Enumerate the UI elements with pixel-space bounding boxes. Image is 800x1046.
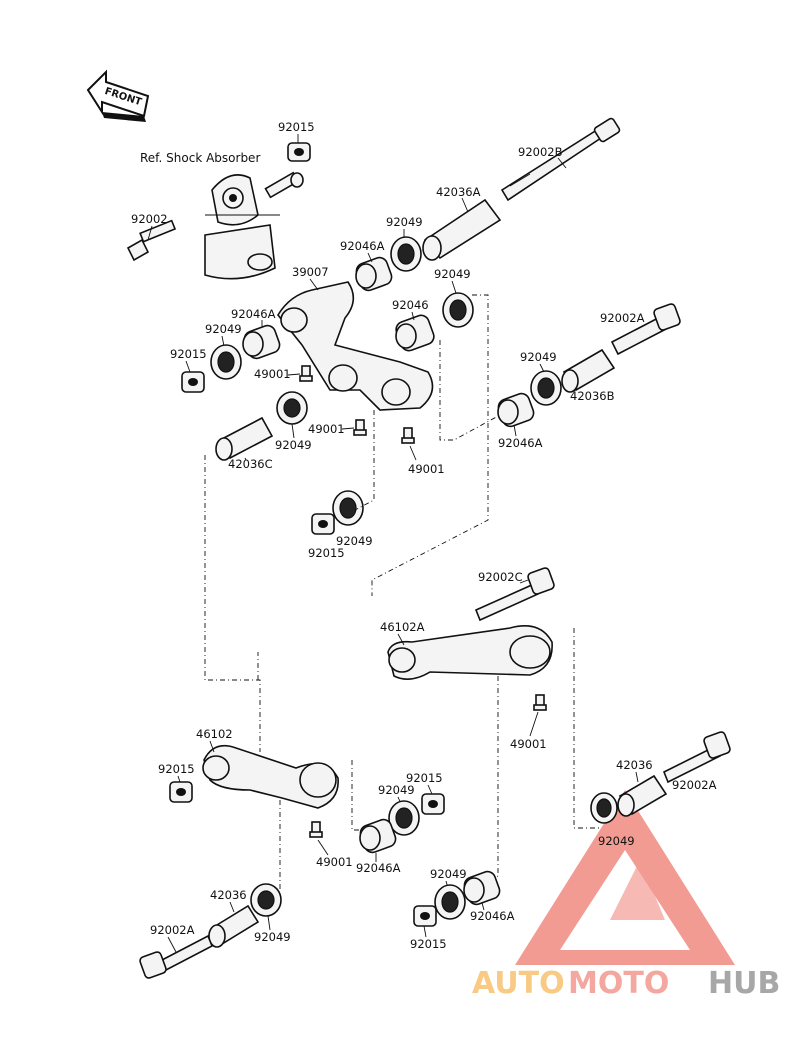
rocker-arm-39007 — [277, 281, 434, 411]
watermark-logo — [515, 790, 735, 965]
grease-nipple-49001-c — [401, 427, 415, 444]
shock-absorber-part — [204, 174, 280, 280]
bearing-92046A-d — [359, 818, 397, 854]
label-92015-e: 92015 — [410, 937, 447, 951]
seal-92049-c — [210, 344, 242, 380]
seal-92049-e — [276, 391, 308, 425]
label-92046A-e: 92046A — [470, 909, 515, 923]
seal-92049-f — [332, 490, 364, 526]
nut-92015-c — [169, 781, 193, 803]
label-42036B: 42036B — [570, 389, 615, 403]
seal-92049-g — [388, 800, 420, 836]
bolt-92002C — [474, 567, 555, 622]
label-49001-b: 49001 — [308, 422, 345, 436]
seal-92049-i — [434, 884, 466, 920]
seal-92049-j — [590, 792, 618, 824]
label-92049-d: 92049 — [520, 350, 557, 364]
label-92015-a: 92015 — [170, 347, 207, 361]
label-92015-d: 92015 — [406, 771, 443, 785]
bearing-92046A-a — [355, 256, 393, 292]
label-46102A: 46102A — [380, 620, 425, 634]
label-92049-j: 92049 — [598, 834, 635, 848]
label-92049-a: 92049 — [386, 215, 423, 229]
label-92046A-b: 92046A — [231, 307, 276, 321]
label-92015-top: 92015 — [278, 120, 315, 134]
label-92049-f: 92049 — [336, 534, 373, 548]
label-42036-b: 42036 — [616, 758, 653, 772]
nut-92015-a — [181, 371, 205, 393]
label-92002A-a: 92002A — [600, 311, 645, 325]
seal-92049-a — [390, 236, 422, 272]
label-42036: 42036 — [210, 888, 247, 902]
nut-92015-b — [311, 513, 335, 535]
grease-nipple-49001-a — [299, 365, 313, 382]
label-92002A-c: 92002A — [672, 778, 717, 792]
bolt-92002A-c — [662, 731, 731, 784]
label-92002-top: 92002 — [131, 212, 168, 226]
label-92049-c: 92049 — [205, 322, 242, 336]
label-92049-b: 92049 — [434, 267, 471, 281]
label-92002A-b: 92002A — [150, 923, 195, 937]
bolt-92002B — [500, 117, 621, 202]
label-49001-d: 49001 — [510, 737, 547, 751]
grease-nipple-49001-d — [533, 694, 547, 711]
label-49001-a: 49001 — [254, 367, 291, 381]
grease-nipple-49001-b — [353, 419, 367, 436]
bolt-92002A-b — [139, 934, 214, 979]
label-42036A: 42036A — [436, 185, 481, 199]
label-92046A-c: 92046A — [498, 436, 543, 450]
watermark-moto: MOTO — [568, 966, 669, 1001]
nut-92015-e — [413, 905, 437, 927]
label-49001-e: 49001 — [316, 855, 353, 869]
sleeve-42036C — [215, 416, 274, 461]
bearing-92046A-c — [497, 392, 535, 428]
label-39007: 39007 — [292, 265, 329, 279]
sleeve-42036A — [422, 198, 502, 261]
bolt-92002A-a — [610, 303, 681, 356]
bearing-92046A-b — [242, 324, 281, 360]
front-arrow-icon: FRONT — [86, 69, 150, 122]
bolt-stub-shock — [264, 171, 304, 199]
label-92046: 92046 — [392, 298, 429, 312]
label-92046A-a: 92046A — [340, 239, 385, 253]
link-46102 — [202, 744, 339, 809]
watermark-hub: HUB — [708, 966, 780, 1001]
bearing-92046A-e — [463, 870, 501, 906]
watermark-text: AUTO MOTO HUB — [472, 966, 780, 1001]
seal-92049-d — [530, 370, 562, 406]
sleeve-42036B — [561, 348, 616, 393]
seal-92049-b — [442, 292, 474, 328]
seal-92049-h — [250, 883, 282, 917]
label-92046A-d: 92046A — [356, 861, 401, 875]
sleeve-42036-a — [208, 904, 260, 948]
label-92049-i: 92049 — [430, 867, 467, 881]
label-42036C: 42036C — [228, 457, 273, 471]
sleeve-42036-b — [617, 774, 668, 817]
label-92002B: 92002B — [518, 145, 563, 159]
label-92015-b: 92015 — [308, 546, 345, 560]
grease-nipple-49001-e — [309, 821, 323, 838]
link-46102A — [387, 625, 553, 680]
nut-92015-top — [287, 142, 311, 162]
nut-92015-d — [421, 793, 445, 815]
label-92015-c: 92015 — [158, 762, 195, 776]
label-ref-shock: Ref. Shock Absorber — [140, 151, 260, 165]
label-92002C: 92002C — [478, 570, 523, 584]
label-49001-c: 49001 — [408, 462, 445, 476]
bearing-92046 — [395, 314, 435, 352]
label-46102: 46102 — [196, 727, 233, 741]
label-92049-g: 92049 — [378, 783, 415, 797]
label-92049-e: 92049 — [275, 438, 312, 452]
watermark-auto: AUTO — [472, 966, 565, 1001]
label-92049-h: 92049 — [254, 930, 291, 944]
